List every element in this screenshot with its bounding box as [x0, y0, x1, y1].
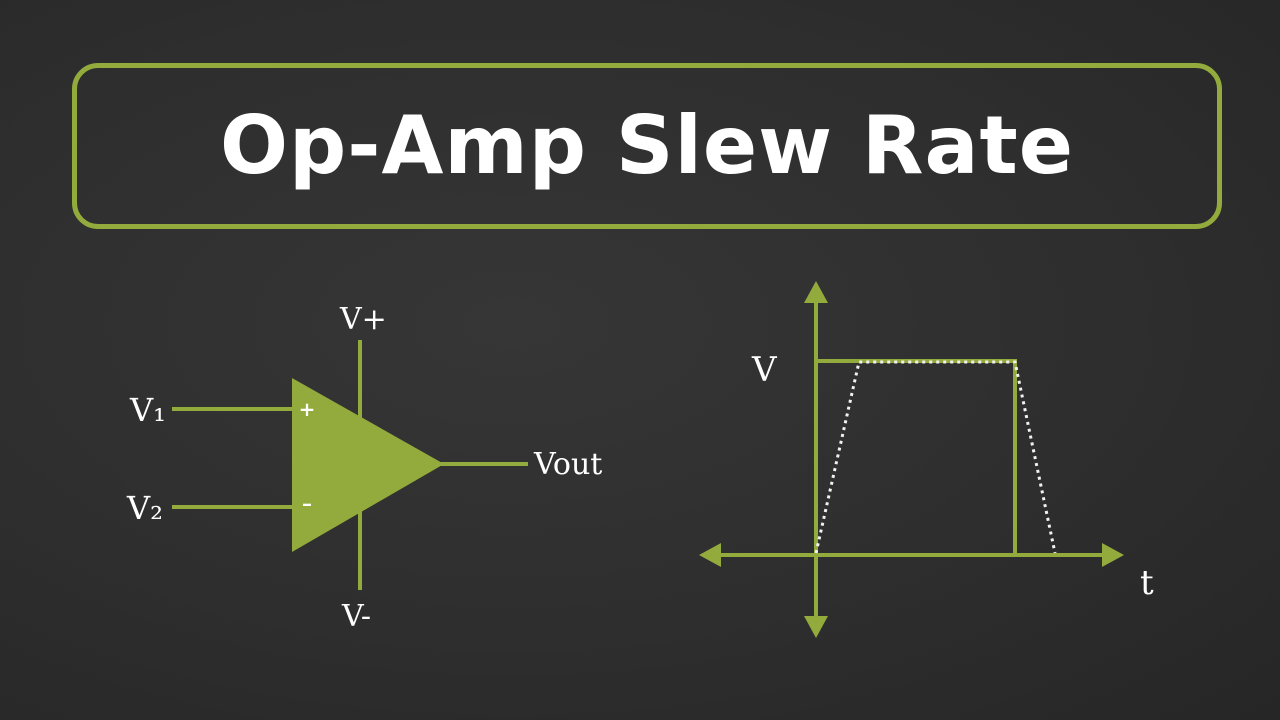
supply-negative-label: V- [341, 599, 371, 634]
ideal-pulse [816, 359, 1017, 555]
minus-sign: – [302, 491, 312, 515]
supply-positive-label: V+ [339, 302, 387, 337]
plus-sign: + [299, 397, 316, 421]
y-axis-arrow-down [804, 616, 828, 638]
input-2-label: V₂ [126, 489, 163, 527]
x-axis-arrow-left [699, 543, 721, 567]
x-axis-arrow-right [1102, 543, 1124, 567]
time-axis-label: t [1140, 563, 1154, 603]
voltage-axis-label: V [751, 350, 778, 390]
title-frame: Op-Amp Slew Rate [72, 63, 1222, 229]
opamp-diagram: + – V₁ V₂ Vout V+ V- [126, 302, 602, 634]
input-1-label: V₁ [129, 391, 166, 429]
y-axis-arrow-up [804, 281, 828, 303]
slew-rate-graph: V t [699, 281, 1154, 638]
slide-title: Op-Amp Slew Rate [219, 99, 1074, 192]
opamp-triangle [292, 378, 444, 552]
slew-limited-response [814, 360, 1057, 554]
output-label: Vout [533, 447, 602, 482]
